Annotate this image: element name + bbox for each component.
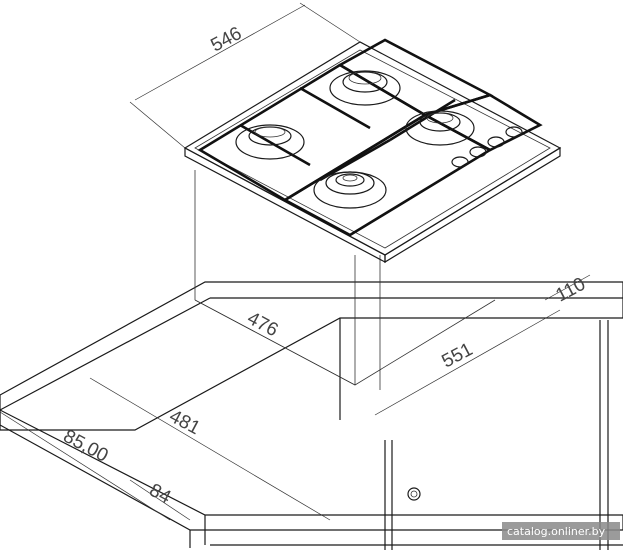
- dim-476: 476: [244, 308, 282, 341]
- dim-481: 481: [166, 406, 204, 439]
- pan-support-grates: [197, 38, 543, 237]
- dim-85: 85,00: [60, 426, 112, 467]
- cabinet-knob-icon: [407, 487, 421, 501]
- dimension-lines: [0, 2, 591, 521]
- burner-left: [235, 124, 305, 160]
- hob: [183, 41, 562, 264]
- knob-icon: [487, 136, 505, 148]
- burner-rear: [329, 70, 401, 106]
- knob-icon: [469, 146, 487, 158]
- burner-right: [405, 110, 475, 146]
- control-knobs: [451, 126, 523, 168]
- dim-551: 551: [438, 339, 476, 372]
- knob-icon: [451, 156, 469, 168]
- watermark: catalog.onliner.by: [507, 525, 606, 538]
- dim-546: 546: [207, 23, 245, 56]
- burner-front-wok: [313, 171, 387, 209]
- dim-84: 84: [146, 480, 175, 509]
- countertop: [0, 281, 623, 550]
- watermark-background: [502, 522, 620, 540]
- knob-icon: [505, 126, 523, 138]
